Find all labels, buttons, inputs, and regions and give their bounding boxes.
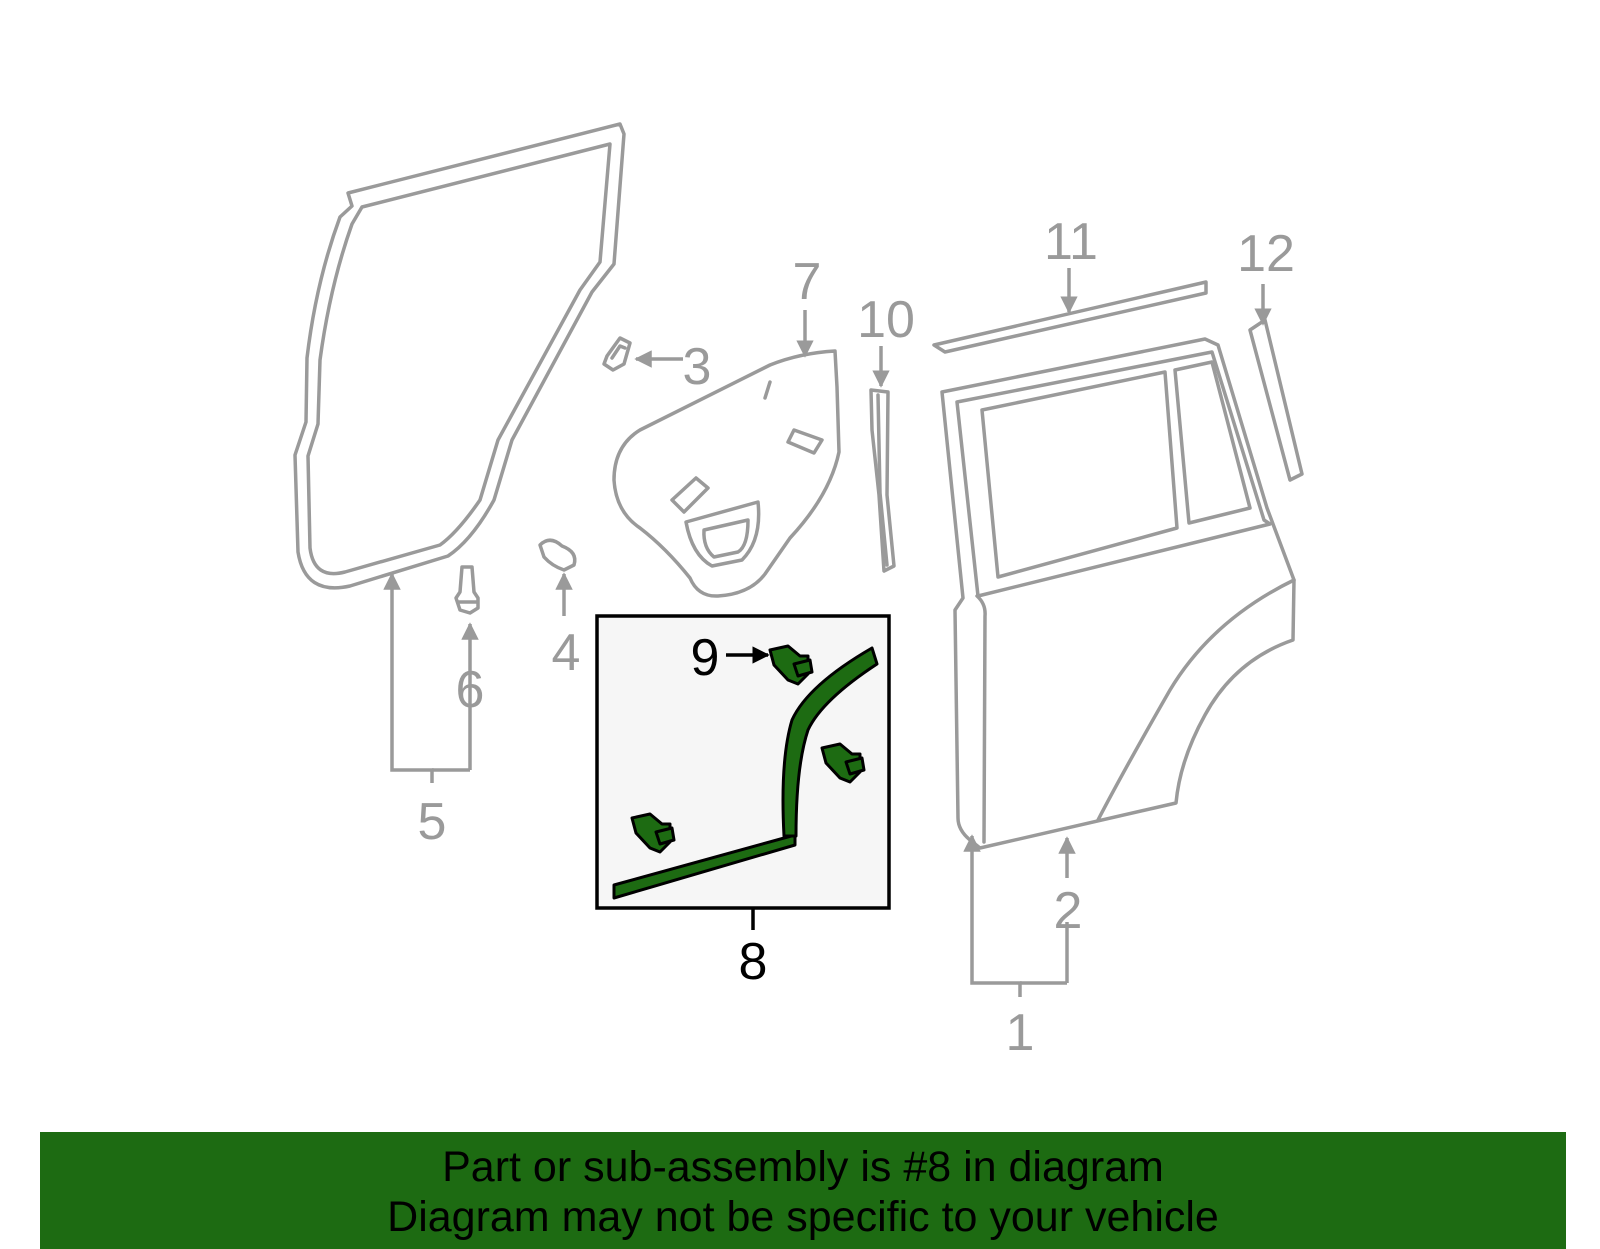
clip-part-3[interactable] — [602, 336, 632, 372]
door-weatherstrip-part[interactable] — [293, 122, 626, 590]
callout-8: 8 — [739, 933, 768, 991]
callout-9: 9 — [691, 629, 720, 687]
leader-lines — [383, 268, 1272, 997]
callout-12: 12 — [1237, 225, 1295, 283]
banner-line-2: Diagram may not be specific to your vehi… — [387, 1193, 1219, 1241]
access-hole-cover-part[interactable] — [612, 349, 841, 598]
callout-5: 5 — [418, 793, 447, 851]
parts-diagram: 1 2 3 4 5 6 7 8 9 10 11 12 — [293, 122, 1304, 1062]
belt-moulding-part[interactable] — [932, 280, 1208, 354]
callout-11: 11 — [1044, 213, 1098, 271]
wheel-opening-moulding-part-8[interactable] — [612, 646, 879, 900]
rear-door-panel[interactable] — [940, 337, 1296, 850]
clip-part-9-c[interactable] — [630, 812, 676, 854]
fastener-part-6[interactable] — [454, 565, 480, 615]
callout-labels: 1 2 3 4 5 6 7 8 9 10 11 12 — [418, 213, 1295, 1062]
grommet-part-4[interactable] — [538, 538, 577, 572]
clip-part-9-a[interactable] — [768, 644, 814, 686]
clip-part-9-b[interactable] — [820, 742, 866, 784]
callout-10: 10 — [857, 291, 915, 349]
callout-3: 3 — [683, 338, 712, 396]
callout-6: 6 — [456, 661, 485, 719]
callout-7: 7 — [793, 253, 822, 311]
trim-strip-part[interactable] — [1248, 318, 1304, 482]
banner-line-1: Part or sub-assembly is #8 in diagram — [442, 1143, 1164, 1191]
weatherstrip-part-10[interactable] — [869, 388, 896, 573]
callout-4: 4 — [552, 624, 581, 682]
callout-2: 2 — [1054, 882, 1083, 940]
callout-1: 1 — [1006, 1004, 1035, 1062]
info-banner: Part or sub-assembly is #8 in diagram Di… — [40, 1132, 1566, 1249]
